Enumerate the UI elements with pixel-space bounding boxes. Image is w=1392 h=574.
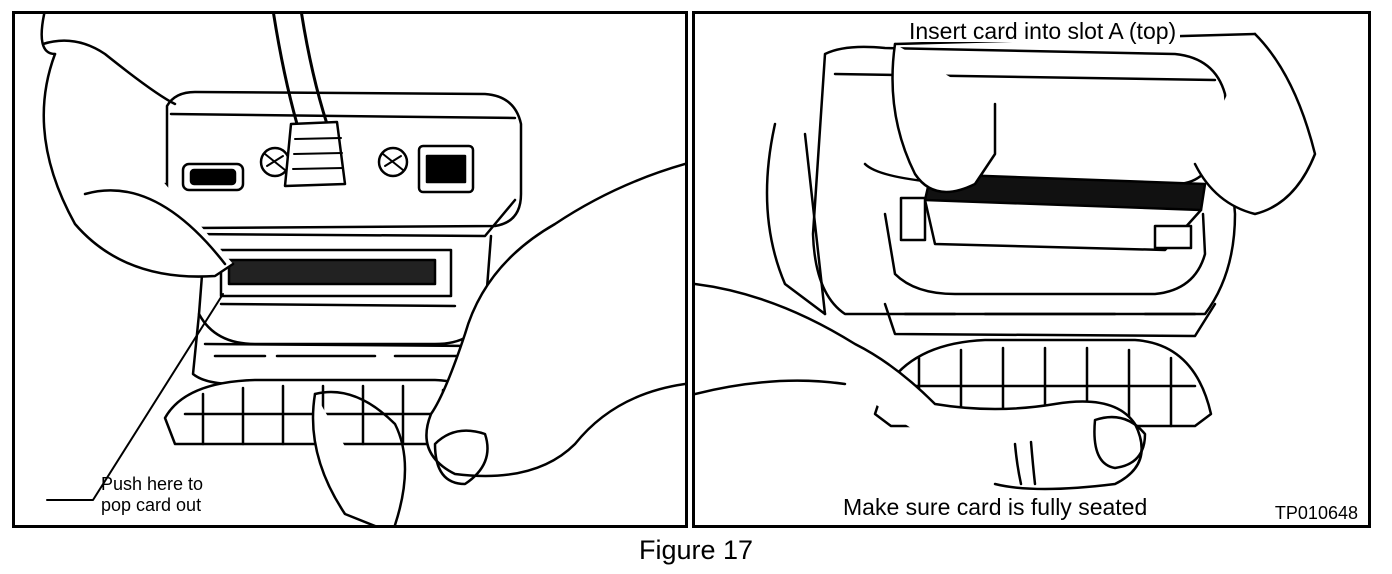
insert-card-illustration: [695, 32, 1317, 491]
push-here-callout-line-1: Push here to: [101, 474, 204, 494]
push-here-callout-line-2: pop card out: [101, 495, 202, 515]
left-illustration-panel: Push here to pop card out: [12, 11, 688, 528]
right-illustration-panel: Insert card into slot A (top) Make sure …: [692, 11, 1371, 528]
figure-code: TP010648: [1274, 503, 1358, 523]
eject-card-illustration: [40, 14, 685, 525]
push-here-callout: Push here to pop card out: [101, 474, 251, 516]
seated-card-callout: Make sure card is fully seated: [843, 494, 1148, 520]
insert-card-callout: Insert card into slot A (top): [905, 20, 1181, 43]
figure-caption: Figure 17: [638, 535, 754, 565]
